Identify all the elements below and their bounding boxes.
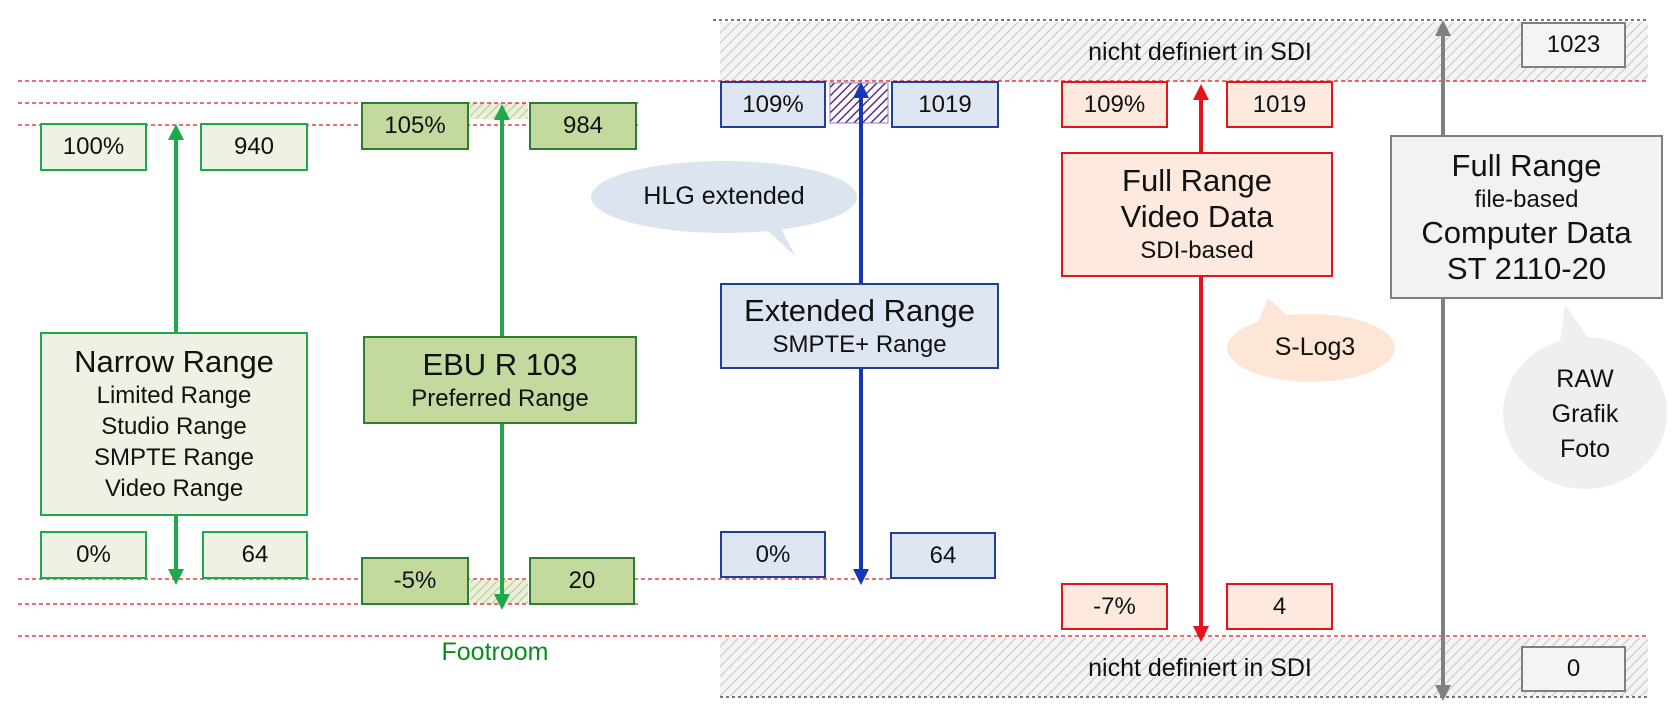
ebu-subtitle: Preferred Range (411, 384, 589, 412)
narrow-alias-2: Studio Range (101, 413, 247, 440)
full-video-top-code: 1019 (1226, 81, 1333, 128)
narrow-range-box: Narrow Range Limited Range Studio Range … (40, 332, 308, 516)
raw-callout-line2: Grafik (1551, 399, 1619, 428)
extended-range-box: Extended Range SMPTE+ Range (720, 283, 999, 369)
callout-slog3-bubble (1227, 298, 1395, 382)
ebu-bottom-percent: -5% (361, 557, 469, 605)
callout-hlg-bubble (591, 161, 857, 256)
ebu-bottom-hatch (470, 580, 528, 604)
full-computer-line1: Full Range (1451, 147, 1602, 183)
undefined-top-label: nicht definiert in SDI (1088, 37, 1312, 66)
narrow-alias-3: SMPTE Range (93, 444, 255, 471)
full-computer-line3: Computer Data (1421, 214, 1632, 250)
full-video-bottom-percent: -7% (1061, 583, 1168, 630)
full-computer-box: Full Range file-based Computer Data ST 2… (1390, 135, 1663, 299)
extended-subtitle: SMPTE+ Range (772, 330, 947, 358)
ebu-bottom-code: 20 (529, 557, 635, 605)
narrow-alias-4: Video Range (104, 475, 244, 502)
slog3-callout: S-Log3 (1274, 333, 1356, 361)
extended-title: Extended Range (744, 292, 975, 328)
ebu-top-code: 984 (529, 102, 637, 150)
full-video-line2: Video Data (1120, 199, 1274, 234)
code-1023: 1023 (1521, 22, 1626, 68)
ebu-title: EBU R 103 (422, 346, 578, 382)
callout-raw-bubble (1503, 305, 1667, 489)
extended-bottom-code: 64 (890, 532, 996, 579)
undefined-bottom-label: nicht definiert in SDI (1088, 653, 1312, 682)
full-computer-line2: file-based (1474, 185, 1579, 213)
extended-top-percent: 109% (720, 81, 826, 128)
narrow-range-title: Narrow Range (74, 344, 274, 379)
narrow-top-code: 940 (200, 123, 308, 171)
full-video-line1: Full Range (1122, 163, 1272, 198)
full-computer-line4: ST 2110-20 (1446, 250, 1607, 286)
raw-callout: RAW Grafik Foto (1505, 364, 1665, 464)
undefined-band-bottom (720, 638, 1648, 696)
raw-callout-line1: RAW (1556, 364, 1614, 393)
ebu-range-box: EBU R 103 Preferred Range (363, 336, 637, 424)
full-video-bottom-code: 4 (1226, 583, 1333, 630)
narrow-alias-1: Limited Range (96, 382, 252, 409)
hlg-extended-callout: HLG extended (643, 182, 805, 210)
ebu-top-hatch (470, 103, 528, 119)
raw-callout-line3: Foto (1559, 434, 1611, 463)
narrow-bottom-code: 64 (202, 531, 308, 579)
narrow-bottom-percent: 0% (40, 531, 147, 579)
full-video-top-percent: 109% (1061, 81, 1168, 128)
ebu-top-percent: 105% (361, 102, 469, 150)
undefined-band-top (720, 22, 1648, 82)
narrow-top-percent: 100% (40, 123, 147, 171)
code-0: 0 (1521, 646, 1626, 692)
extended-bottom-percent: 0% (720, 531, 826, 578)
full-video-line3: SDI-based (1140, 237, 1254, 264)
extended-top-code: 1019 (891, 81, 999, 128)
footroom-label: Footroom (441, 638, 549, 666)
full-video-box: Full Range Video Data SDI-based (1061, 152, 1333, 277)
